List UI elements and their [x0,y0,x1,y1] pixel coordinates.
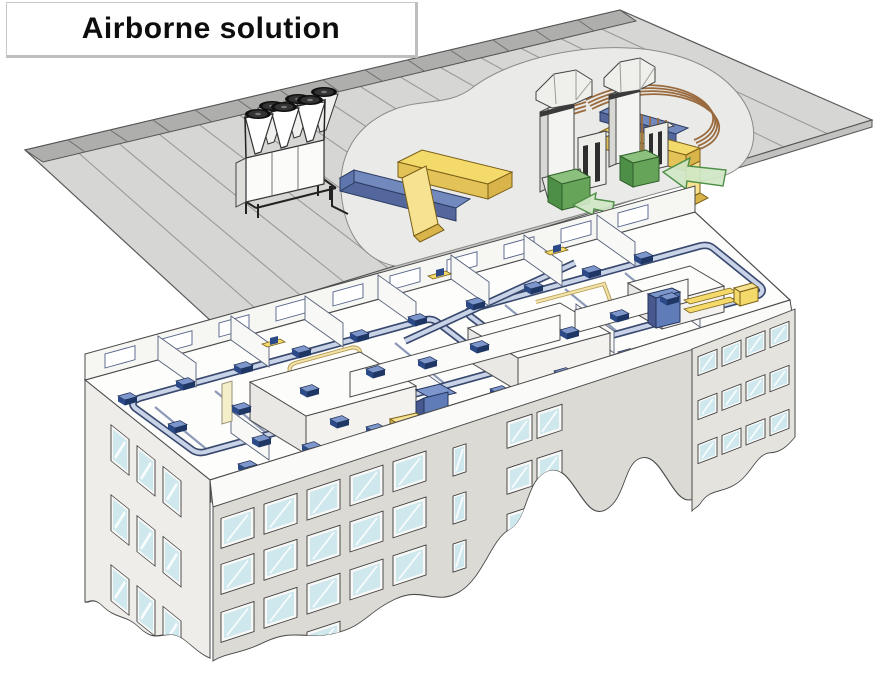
chiller-unit [235,87,349,218]
stack-hood [535,69,593,109]
chiller-fans [245,87,337,119]
window [451,490,468,526]
top-floor-interior [117,214,766,474]
supply-duct-roof-left [396,149,514,243]
rooftop-plant [235,57,727,243]
mid-wall-1 [349,314,561,398]
duct-connector [403,259,577,345]
stack-hood [603,57,656,94]
column [221,380,233,425]
window [451,442,468,478]
window [535,495,564,532]
title-box: Airborne solution [6,2,418,58]
airflow-arrow-1 [661,156,727,191]
fresh-air-intake-2 [618,149,661,188]
window [451,538,468,574]
ahu-stack-2 [603,57,656,168]
building [83,185,796,684]
page-title: Airborne solution [81,12,341,45]
roof-ridge-band [23,9,638,163]
window [262,634,299,674]
